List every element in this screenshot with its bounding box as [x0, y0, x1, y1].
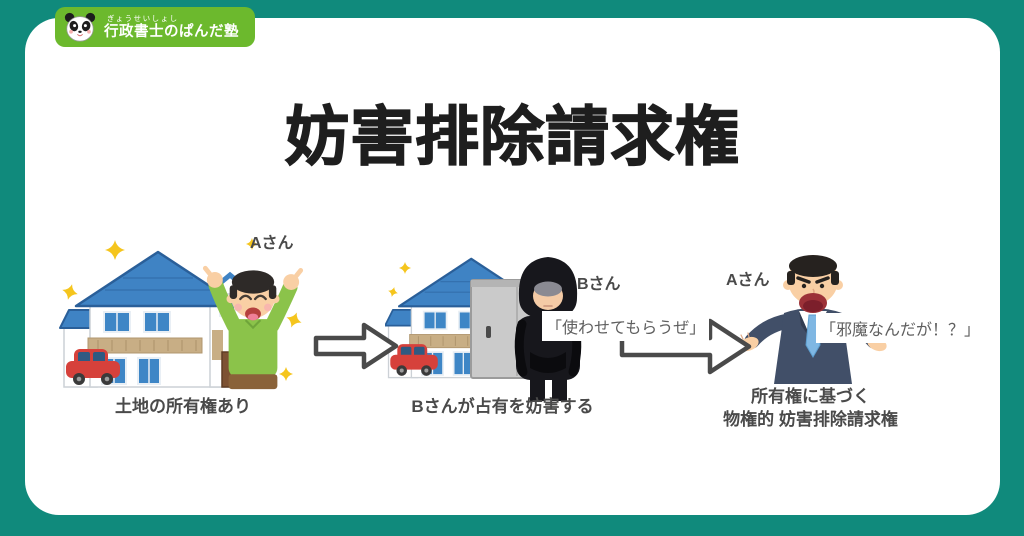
scene2-person-label: Bさん [577, 276, 621, 293]
panda-icon [64, 12, 96, 42]
scene2-obstruction-illustration [385, 244, 582, 401]
angry-businessman-icon [739, 255, 887, 384]
arrow-right-icon [619, 318, 752, 375]
logo-text: ぎょうせいしょし 行政書士のぱんだ塾 [104, 15, 239, 39]
scene3-caption-line1: 所有権に基づく [751, 387, 870, 406]
scene1-house-happy-owner-illustration [58, 238, 310, 394]
scene3-caption: 所有権に基づく 物権的 妨害排除請求権 [698, 385, 923, 431]
scene3-angry-businessman-illustration [739, 255, 887, 384]
scene3-caption-line2: 物権的 妨害排除請求権 [723, 410, 898, 429]
site-logo-badge: ぎょうせいしょし 行政書士のぱんだ塾 [55, 7, 255, 47]
logo-name: 行政書士のぱんだ塾 [104, 23, 239, 40]
sparkle-icon [386, 262, 411, 299]
scene3-person-label: Aさん [726, 272, 770, 289]
logo-furigana: ぎょうせいしょし [107, 14, 179, 23]
scene3-speech-bubble: 「邪魔なんだが！？」 [816, 313, 985, 343]
page-title: 妨害排除請求権 [284, 101, 740, 173]
scene1-caption: 土地の所有権あり [115, 397, 251, 416]
arrow-right-icon [313, 322, 399, 370]
content-panel [25, 18, 1000, 515]
scene2-speech-bubble: 「使わせてもらうぜ」 [542, 311, 710, 341]
scene2-caption: Bさんが占有を妨害する [411, 397, 594, 416]
scene1-person-label: Aさん [250, 235, 294, 252]
